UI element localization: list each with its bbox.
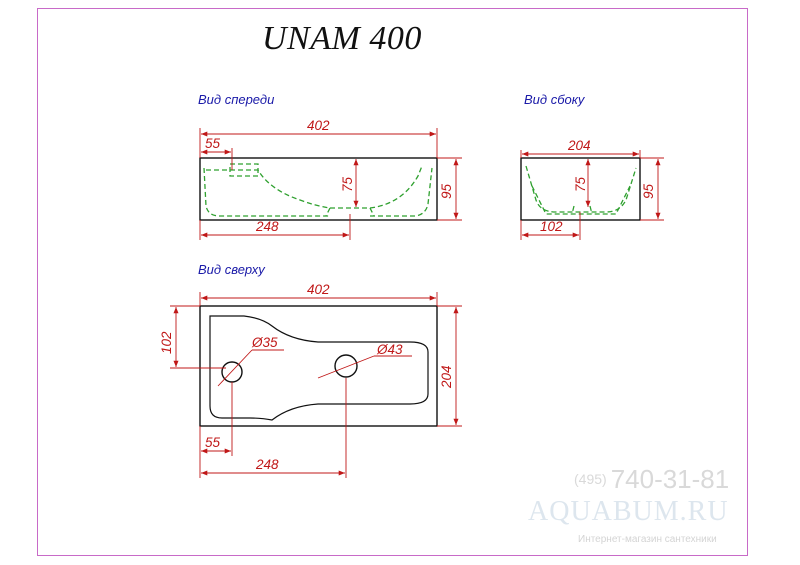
tap-hole-dimension: Ø35 [251,335,278,350]
drain-hole [334,354,358,378]
watermark-phone-code: (495) [574,471,607,487]
watermark-phone: (495)740-31-81 [574,464,729,495]
side-hidden-lines [525,165,637,215]
top-half-depth-dimension: 102 [159,331,174,354]
drawing-title: UNAM 400 [262,20,422,57]
drawing-frame [37,8,748,556]
side-dimension-lines [520,150,664,240]
front-height-dimension: 95 [439,183,454,199]
front-hidden-lines [203,163,433,217]
top-dimension-lines [170,292,462,478]
side-width-dimension: 204 [567,138,591,153]
front-depth-dimension: 75 [340,176,355,192]
watermark-phone-number: 740-31-81 [610,464,730,494]
top-view-label: Вид сверху [198,262,265,277]
top-bowl-outline [209,315,429,421]
top-width-dimension: 402 [307,282,330,297]
top-offset-dimension: 55 [205,435,221,450]
front-dimension-lines [199,128,462,240]
front-outline [199,157,438,221]
front-drain-dimension: 248 [255,219,279,234]
watermark-site: AQUABUM.RU [528,496,729,527]
side-view-label: Вид сбоку [524,92,585,107]
top-drain-dimension: 248 [255,457,279,472]
side-height-dimension: 95 [641,183,656,199]
side-view: 204 75 95 102 [520,138,664,240]
top-outline [199,305,438,427]
watermark-subtitle: Интернет-магазин сантехники [578,534,717,545]
side-drain-dimension: 102 [540,219,563,234]
top-view: 402 Ø35 Ø43 102 204 55 248 [159,282,462,478]
top-depth-dimension: 204 [439,365,454,389]
side-outline [520,157,641,221]
drain-hole-dimension: Ø43 [376,342,403,357]
side-depth-dimension: 75 [573,176,588,192]
front-view: 402 55 75 95 248 [199,118,462,240]
front-width-dimension: 402 [307,118,330,133]
front-view-label: Вид спереди [198,92,275,107]
front-offset-dimension: 55 [205,136,221,151]
